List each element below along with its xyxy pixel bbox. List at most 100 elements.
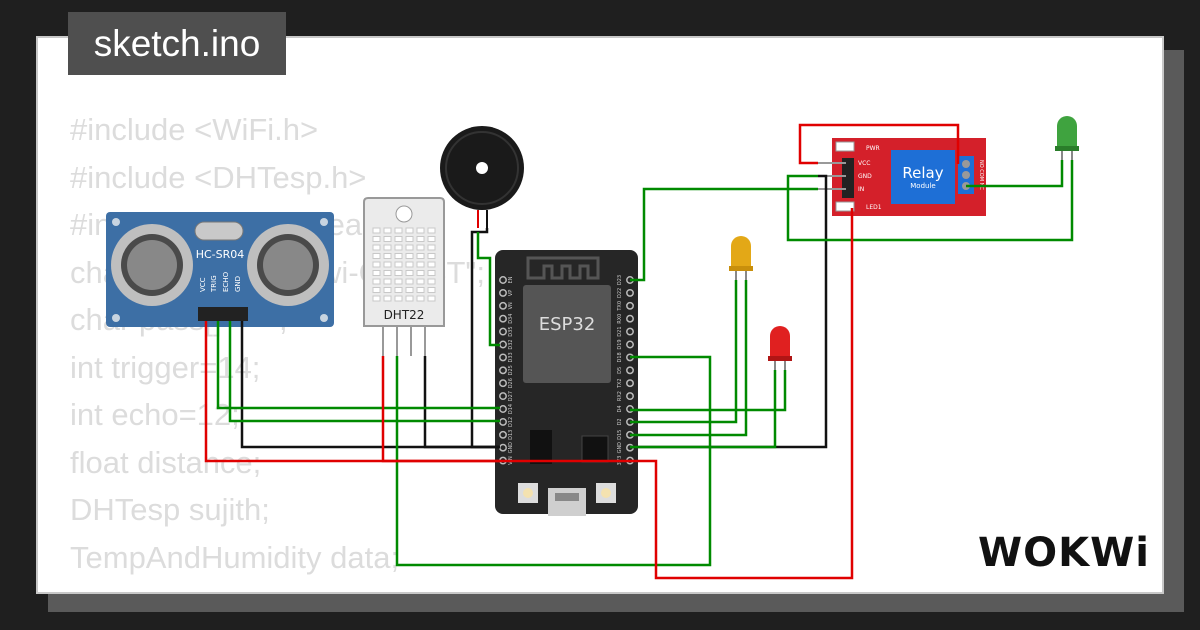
dht22-vent <box>383 244 392 251</box>
code-line: TempAndHumidity data; <box>70 539 400 575</box>
hcsr04-pin-echo: ECHO <box>222 271 230 292</box>
dht22-vent <box>427 295 436 302</box>
dht22-vent <box>383 295 392 302</box>
wokwi-logo[interactable]: WOKWi <box>978 530 1150 576</box>
dht22-vent <box>383 227 392 234</box>
dht22-vent <box>416 244 425 251</box>
esp32-pin-label: RX2 <box>617 391 623 401</box>
dht22-vent <box>394 295 403 302</box>
hcsr04-pin-gnd: GND <box>234 276 242 292</box>
dht22-vent <box>372 278 381 285</box>
esp32-pin-label: GND <box>508 442 514 454</box>
dht22-vent <box>372 253 381 259</box>
dht22-vent <box>405 261 414 268</box>
dht22-vent <box>416 295 425 302</box>
esp32-pin-label: D19 <box>617 339 623 349</box>
esp32-pin[interactable] <box>499 314 507 323</box>
file-tab[interactable]: sketch.ino <box>68 12 286 75</box>
relay-terminals: NO COM NC <box>978 160 984 190</box>
dht22-vent <box>372 244 381 251</box>
ultrasonic-sensor[interactable]: HC-SR04 VCC TRIG ECHO GND <box>106 212 334 327</box>
dht22-vent <box>416 270 425 276</box>
dht22-vent <box>405 295 414 302</box>
esp32-pin-label: D26 <box>508 378 514 388</box>
dht22-vent <box>427 270 436 276</box>
esp32-board[interactable]: ESP32 ENVPVND34D35D32D33D25D26D27D14D12D… <box>495 250 638 516</box>
esp32-pin-label: GND <box>617 442 623 454</box>
esp32-pin[interactable] <box>626 392 634 401</box>
dht22-vent <box>427 287 436 293</box>
esp32-pin-label: D32 <box>508 339 514 349</box>
esp32-pin[interactable] <box>499 288 507 297</box>
esp32-pin[interactable] <box>626 366 634 375</box>
esp32-pin-label: D35 <box>508 326 514 336</box>
dht22-vent <box>383 287 392 293</box>
dht22-vent <box>372 295 381 302</box>
esp32-pin[interactable] <box>499 379 507 388</box>
relay-title: Relay <box>902 164 943 182</box>
dht22-sensor[interactable]: DHT22 <box>363 197 445 356</box>
esp32-pin-label: TX0 <box>617 301 623 312</box>
esp32-pin-label: VP <box>508 290 514 296</box>
esp32-pin[interactable] <box>626 327 634 336</box>
dht22-vent <box>372 261 381 268</box>
dht22-vent <box>427 278 436 285</box>
esp32-pin[interactable] <box>499 276 507 284</box>
esp32-pin-label: D2 <box>617 418 623 425</box>
led-red[interactable] <box>768 326 792 370</box>
code-line: #include <WiFi.h> <box>70 112 319 147</box>
dht22-vent <box>416 227 425 234</box>
esp32-pin[interactable] <box>499 392 507 401</box>
esp32-pin-label: D22 <box>617 288 623 298</box>
dht22-vent <box>405 244 414 251</box>
esp32-pin[interactable] <box>626 379 634 388</box>
esp32-pin-label: TX2 <box>617 378 623 389</box>
dht22-vent <box>427 261 436 268</box>
dht22-vent <box>427 236 436 242</box>
esp32-pin[interactable] <box>626 314 634 323</box>
dht22-vent <box>405 253 414 259</box>
hcsr04-label: HC-SR04 <box>196 248 245 261</box>
code-line: DHTesp sujith; <box>70 492 270 527</box>
code-line: int trigger=14; <box>70 349 261 385</box>
esp32-pin[interactable] <box>499 430 507 439</box>
dht22-vent <box>427 253 436 259</box>
relay-label-pwr: PWR <box>866 145 880 152</box>
esp32-pin-label: VN <box>508 302 514 309</box>
wires <box>204 123 1074 580</box>
dht22-vent <box>416 253 425 259</box>
dht22-vent <box>383 278 392 285</box>
esp32-pin-label: D27 <box>508 391 514 401</box>
dht22-vent <box>383 270 392 276</box>
dht22-vent <box>405 287 414 293</box>
relay-pin-vcc: VCC <box>858 160 870 167</box>
esp32-pin[interactable] <box>499 327 507 336</box>
led-yellow[interactable] <box>729 236 753 280</box>
esp32-pin-label: D14 <box>508 404 514 414</box>
dht22-vent <box>427 227 436 234</box>
dht22-vent <box>394 270 403 276</box>
esp32-pin[interactable] <box>499 301 507 310</box>
relay-label-led1: LED1 <box>866 204 882 211</box>
esp32-pin-label: D25 <box>508 365 514 375</box>
esp32-pin-label: D4 <box>617 405 623 412</box>
esp32-pin-label: D18 <box>617 352 623 362</box>
buzzer[interactable] <box>440 126 524 228</box>
esp32-pin[interactable] <box>626 288 634 297</box>
hcsr04-pin-trig: TRIG <box>210 275 218 293</box>
esp32-pin[interactable] <box>626 301 634 310</box>
dht22-vent <box>416 278 425 285</box>
esp32-pin-label: D33 <box>508 352 514 362</box>
esp32-pin[interactable] <box>499 353 507 362</box>
led-green[interactable] <box>1055 116 1079 160</box>
dht22-vent <box>383 236 392 242</box>
esp32-pin-label: D13 <box>508 430 514 440</box>
esp32-pin-label: D21 <box>617 326 623 336</box>
esp32-pin[interactable] <box>626 340 634 349</box>
dht22-vent <box>405 270 414 276</box>
file-tab-label: sketch.ino <box>93 23 261 64</box>
esp32-pin[interactable] <box>499 366 507 375</box>
relay-pin-in: IN <box>858 186 864 193</box>
relay-module[interactable]: Relay Module NO COM NC PWR LED1 VCC GND … <box>818 138 986 216</box>
dht22-vent <box>394 253 403 259</box>
